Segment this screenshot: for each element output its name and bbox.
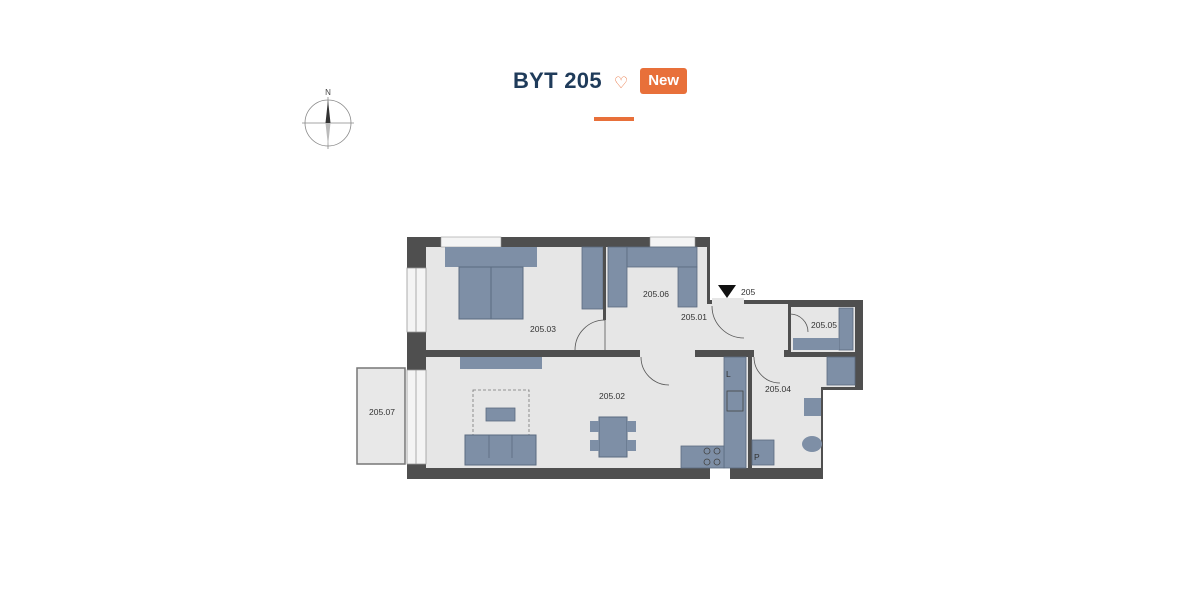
header: BYT 205 ♡ New (0, 68, 1200, 94)
room-label-205-02: 205.02 (599, 391, 625, 401)
page-title: BYT 205 (512, 68, 602, 93)
entrance-label: 205 (741, 287, 755, 297)
room-label-205-03: 205.03 (530, 324, 556, 334)
compass-north-label: N (325, 88, 331, 97)
heart-icon[interactable]: ♡ (613, 74, 629, 92)
floor-plan: 205 205.03 205.06 205.01 205.05 205.02 2… (356, 236, 863, 479)
title-underline (594, 117, 634, 121)
entrance-arrow-icon (718, 285, 736, 298)
balcony (356, 367, 406, 465)
compass-icon: N (302, 88, 354, 149)
room-label-205-05: 205.05 (811, 320, 837, 330)
room-label-205-04: 205.04 (765, 384, 791, 394)
marker-P: P (754, 452, 760, 462)
room-label-205-07: 205.07 (369, 407, 395, 417)
new-badge: New (640, 68, 688, 94)
room-label-205-06: 205.06 (643, 289, 669, 299)
room-label-205-01: 205.01 (681, 312, 707, 322)
marker-L: L (726, 369, 731, 379)
